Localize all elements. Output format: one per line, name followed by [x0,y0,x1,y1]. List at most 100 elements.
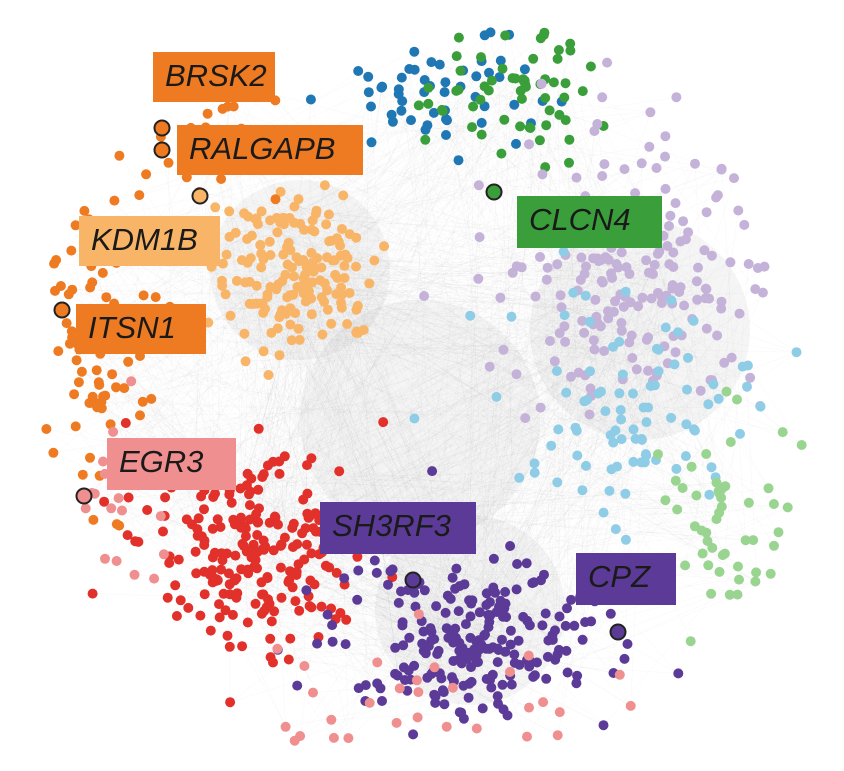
network-edge [71,250,311,517]
network-node [589,344,600,355]
network-edge [279,253,659,475]
network-edge [465,623,530,626]
network-node [616,414,627,425]
network-node [409,46,420,57]
network-node [490,587,501,598]
network-node [620,488,631,499]
label-egr3: EGR3 [107,438,236,490]
network-node [569,620,580,631]
network-node [283,654,294,665]
network-edge [272,86,527,462]
network-node [739,219,750,230]
network-node [552,477,563,488]
network-node [617,369,628,380]
network-edge [271,332,506,604]
network-node [71,355,82,366]
network-node [450,623,461,634]
network-node [129,569,140,580]
network-edge [242,298,652,545]
network-node [515,121,526,132]
network-edge [96,369,707,455]
network-node [580,290,591,301]
network-edge [346,323,713,549]
network-edge [488,264,655,616]
network-node [360,680,371,691]
network-edge [403,296,536,668]
network-node [100,390,111,401]
network-node [529,670,540,681]
network-node [289,201,300,212]
network-edge [344,69,526,279]
network-node [426,57,437,68]
network-node [538,697,549,708]
network-edge [355,266,687,457]
network-node [288,542,298,552]
network-edge [340,255,441,674]
network-node [173,554,184,565]
network-edge [549,110,603,177]
network-node [220,289,231,300]
network-edge [450,351,797,600]
network-edge [559,96,677,116]
network-edge [340,255,467,625]
network-edge [315,90,521,214]
network-edge [401,110,519,641]
network-node [677,483,688,493]
network-node [253,423,264,434]
network-edge [271,565,327,622]
network-node [288,271,299,282]
network-edge [250,346,665,492]
network-node [734,574,744,585]
network-node [231,275,242,286]
network-node [134,190,145,201]
network-node [88,514,99,525]
network-node [645,381,656,391]
network-node [547,630,558,641]
network-node [660,495,671,506]
network-node [625,700,636,711]
network-edge [319,57,482,532]
network-edge [401,100,578,431]
network-node [423,98,434,109]
network-node [146,393,157,404]
network-node [299,554,310,565]
network-edge [368,76,517,267]
network-node [552,259,563,270]
network-edge [510,241,681,631]
network-node [664,221,674,231]
network-edge [469,292,764,684]
network-node [743,259,754,269]
network-node [688,315,699,326]
network-node [559,310,570,321]
network-node [158,549,169,560]
network-node [162,592,173,603]
network-edge [290,295,420,615]
network-node [439,699,450,710]
network-edge [135,314,565,542]
network-edge [288,264,558,660]
network-node [242,234,253,244]
network-node [235,483,246,494]
network-node [465,611,476,622]
network-edge [279,222,378,684]
network-node [223,568,234,579]
network-node [339,573,350,584]
network-node [258,346,269,357]
network-node [562,667,573,678]
network-edge [336,126,521,239]
network-node [187,519,197,530]
network-node [597,92,608,103]
network-node [123,492,134,503]
network-edge [310,86,383,581]
network-edge [229,211,526,495]
network-node [327,620,338,631]
network-node [221,249,232,260]
network-node [729,173,739,184]
network-edge [255,603,503,686]
network-edge [650,112,707,213]
network-node [270,194,281,205]
network-node [245,253,256,264]
network-edge [235,555,422,622]
network-node [420,124,431,135]
network-node [113,493,124,504]
